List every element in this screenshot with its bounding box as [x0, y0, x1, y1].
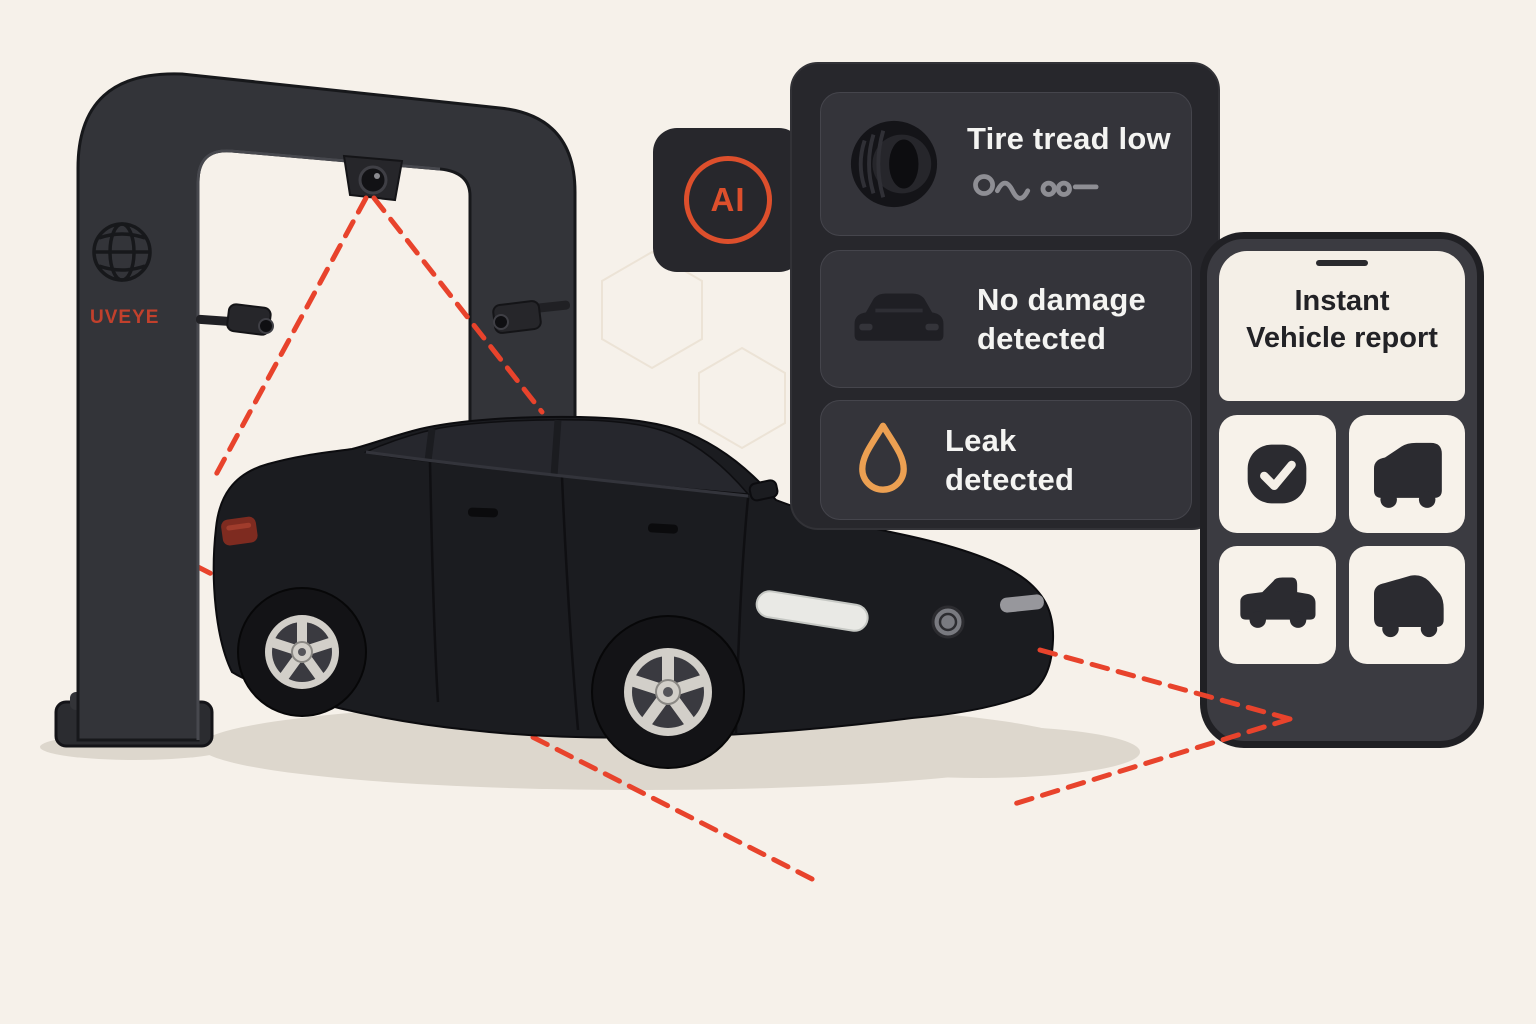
top-camera-icon	[342, 154, 404, 202]
detection-label: No damage	[977, 282, 1146, 317]
phone-title-card: Instant Vehicle report	[1219, 251, 1465, 401]
tread-depth-icon	[973, 174, 1099, 201]
detection-panel: Tire tread low No damage detected	[790, 62, 1220, 530]
report-tile-check	[1219, 415, 1336, 533]
tire-icon	[850, 120, 938, 208]
left-camera-icon	[195, 303, 274, 336]
detection-row-damage: No damage detected	[820, 250, 1192, 388]
ai-badge: AI	[653, 128, 803, 272]
detection-text-block: Tire tread low	[967, 119, 1171, 209]
report-phone: Instant Vehicle report	[1200, 232, 1484, 748]
hexagon-pattern	[601, 250, 786, 450]
detection-text-block: Leak detected	[945, 421, 1074, 499]
report-tile-rear	[1348, 546, 1465, 664]
car-illustration	[212, 415, 1055, 769]
detection-row-leak: Leak detected	[820, 400, 1192, 520]
right-camera-icon	[492, 300, 571, 334]
report-tile-grid	[1219, 415, 1465, 664]
detection-text-block: No damage detected	[977, 280, 1146, 358]
scan-beams	[209, 195, 545, 485]
headlight	[755, 590, 869, 632]
detection-label: detected	[977, 321, 1107, 356]
phone-notch	[1316, 260, 1368, 266]
front-badge	[931, 605, 965, 639]
car-front-icon	[854, 293, 944, 341]
check-badge-icon	[1247, 444, 1307, 504]
globe-icon	[92, 222, 152, 282]
detection-label: Leak	[945, 423, 1017, 458]
front-wheel	[591, 615, 745, 769]
car-body	[212, 415, 1055, 739]
phone-title: Instant Vehicle report	[1219, 283, 1465, 357]
rear-wheel	[237, 587, 367, 717]
ai-badge-label: AI	[710, 181, 746, 218]
leak-drop-icon	[859, 422, 907, 493]
vehicle-front-quarter-icon	[1373, 442, 1442, 508]
phone-title-line2: Vehicle report	[1246, 322, 1438, 354]
uveye-brand-label: UVEYE	[90, 307, 160, 328]
detection-label: detected	[945, 462, 1075, 497]
taillight	[221, 516, 258, 546]
scanner-arch	[54, 72, 577, 748]
report-tile-side	[1219, 546, 1336, 664]
front-corner-light	[999, 594, 1044, 613]
side-mirror	[748, 479, 779, 502]
ai-badge-circle: AI	[684, 156, 772, 244]
vehicle-side-icon	[1240, 577, 1316, 628]
vehicle-rear-quarter-icon	[1373, 575, 1444, 638]
phone-title-line1: Instant	[1294, 285, 1390, 317]
report-tile-front	[1348, 415, 1465, 533]
detection-row-tire: Tire tread low	[820, 92, 1192, 236]
detection-label: Tire tread low	[967, 121, 1171, 156]
